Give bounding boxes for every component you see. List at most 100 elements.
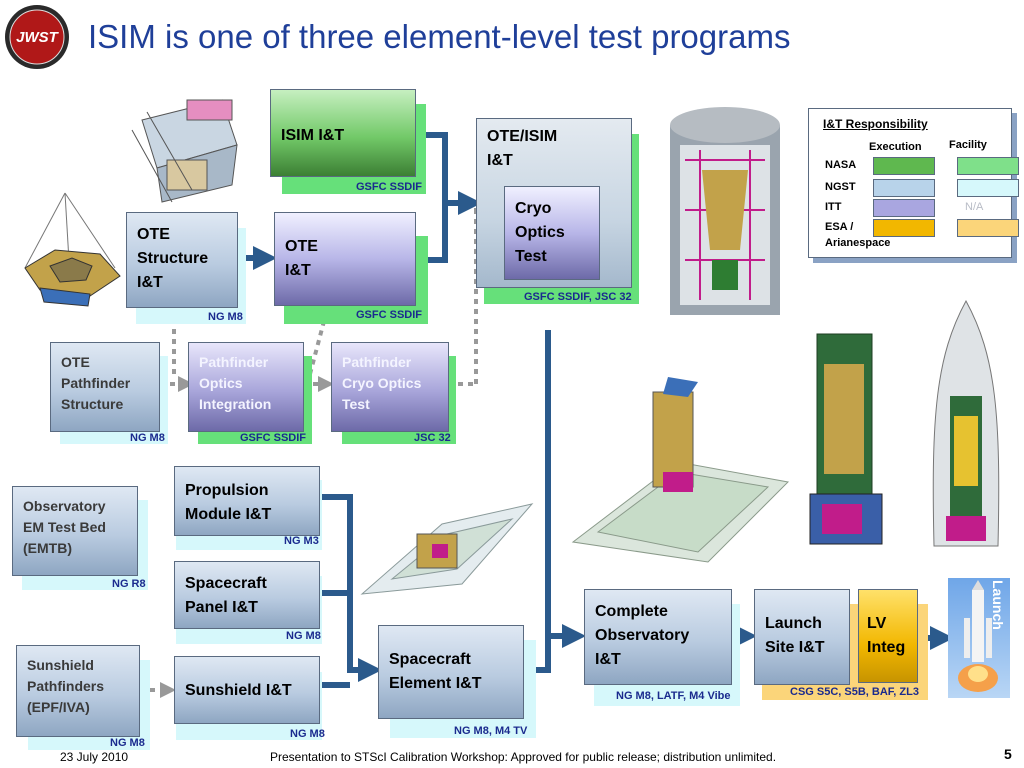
ote-structure-facility-label: NG M8 <box>208 311 243 323</box>
sc-panel-line2: Panel I&T <box>185 599 258 616</box>
launch-site-line1: Launch <box>765 615 822 632</box>
emtb-line1: Observatory <box>23 498 106 514</box>
complete-obs-facility-label: NG M8, LATF, M4 Vibe <box>616 690 731 702</box>
pathfinder-optics-line3: Integration <box>199 396 272 412</box>
ote-structure-line3: I&T <box>137 274 163 291</box>
legend-row-arianespace: Arianespace <box>825 237 891 249</box>
sunshield-path-line3: (EPF/IVA) <box>27 699 90 715</box>
sunshield-path-facility-label: NG M8 <box>110 737 145 749</box>
ote-it-line2: I&T <box>285 262 311 279</box>
sunshield-pathfinders-box: Sunshield Pathfinders (EPF/IVA) <box>16 645 140 737</box>
legend-row-esa: ESA / <box>825 221 854 233</box>
propulsion-facility-label: NG M3 <box>284 535 319 547</box>
complete-observatory-it-box: Complete Observatory I&T <box>584 589 732 685</box>
sc-element-facility-label: NG M8, M4 TV <box>454 725 528 737</box>
legend-row-nasa: NASA <box>825 159 857 171</box>
jwst-logo: JWST <box>4 4 70 70</box>
sunshield-path-line1: Sunshield <box>27 657 94 673</box>
oteisim-line1: OTE/ISIM <box>487 128 558 145</box>
launch-photo <box>948 578 1010 698</box>
sunshield-it-facility-label: NG M8 <box>290 728 325 740</box>
legend-nasa-execution-swatch <box>873 157 935 175</box>
legend-row-ngst: NGST <box>825 181 856 193</box>
ote-structure-line1: OTE <box>137 226 170 243</box>
complete-obs-line3: I&T <box>595 651 621 668</box>
ote-pathfinder-line1: OTE <box>61 354 90 370</box>
stowed-observatory-illustration <box>809 333 883 545</box>
legend-esa-execution-swatch <box>873 219 935 237</box>
ote-structure-it-box: OTE Structure I&T <box>126 212 238 308</box>
ote-it-line1: OTE <box>285 238 318 255</box>
ote-isim-cryo-chamber-illustration <box>670 107 780 315</box>
legend-esa-facility-swatch <box>957 219 1019 237</box>
ote-pathfinder-box: OTE Pathfinder Structure <box>50 342 160 432</box>
responsibility-legend: I&T Responsibility Execution Facility NA… <box>808 108 1019 258</box>
footer-caption: Presentation to STScI Calibration Worksh… <box>270 750 777 764</box>
ote-pathfinder-line3: Structure <box>61 396 124 412</box>
pathfinder-cryo-line1: Pathfinder <box>342 354 412 370</box>
launch-site-it-box: Launch Site I&T <box>754 589 850 685</box>
complete-obs-line2: Observatory <box>595 627 690 644</box>
propulsion-line1: Propulsion <box>185 482 269 499</box>
legend-ngst-execution-swatch <box>873 179 935 197</box>
oteisim-line2: I&T <box>487 152 513 169</box>
launch-site-facility-label: CSG S5C, S5B, BAF, ZL3 <box>790 686 919 698</box>
footer-date: 23 July 2010 <box>60 750 129 764</box>
ote-telescope-illustration <box>24 192 121 307</box>
sc-panel-facility-label: NG M8 <box>286 630 321 642</box>
isim-it-box: ISIM I&T <box>270 89 416 177</box>
pathfinder-optics-facility-label: GSFC SSDIF <box>240 432 307 444</box>
lv-integ-box: LV Integ <box>858 589 918 683</box>
legend-nasa-facility-swatch <box>957 157 1019 175</box>
emtb-facility-label: NG R8 <box>112 578 146 590</box>
cryo-line3: Test <box>515 248 547 265</box>
ariane-fairing-illustration <box>932 299 1000 547</box>
cryo-line1: Cryo <box>515 200 552 217</box>
isim-facility-label: GSFC SSDIF <box>356 181 423 193</box>
legend-col-facility: Facility <box>949 139 987 151</box>
ote-structure-illustration <box>131 99 238 203</box>
pathfinder-optics-line1: Pathfinder <box>199 354 269 370</box>
complete-obs-line1: Complete <box>595 603 668 620</box>
page-number: 5 <box>1004 746 1012 762</box>
lv-integ-line1: LV <box>867 615 887 632</box>
sunshield-it-box: Sunshield I&T <box>174 656 320 724</box>
sc-element-line2: Element I&T <box>389 675 482 692</box>
sunshield-it-label: Sunshield I&T <box>185 682 292 699</box>
pathfinder-cryo-box: Pathfinder Cryo Optics Test <box>331 342 449 432</box>
cryo-line2: Optics <box>515 224 565 241</box>
sc-element-it-box: Spacecraft Element I&T <box>378 625 524 719</box>
propulsion-it-box: Propulsion Module I&T <box>174 466 320 536</box>
spacecraft-element-illustration <box>360 503 534 595</box>
ote-pathfinder-facility-label: NG M8 <box>130 432 165 444</box>
pathfinder-cryo-line2: Cryo Optics <box>342 375 422 391</box>
legend-title: I&T Responsibility <box>823 117 928 131</box>
sc-panel-it-box: Spacecraft Panel I&T <box>174 561 320 629</box>
lv-integ-line2: Integ <box>867 639 906 656</box>
pathfinder-optics-line2: Optics <box>199 375 243 391</box>
legend-row-itt: ITT <box>825 201 842 213</box>
legend-col-execution: Execution <box>869 141 922 153</box>
pathfinder-cryo-facility-label: JSC 32 <box>414 432 451 444</box>
observatory-deployed-illustration <box>571 377 790 563</box>
pathfinder-optics-box: Pathfinder Optics Integration <box>188 342 304 432</box>
sunshield-path-line2: Pathfinders <box>27 678 105 694</box>
emtb-box: Observatory EM Test Bed (EMTB) <box>12 486 138 576</box>
launch-label: Launch <box>990 580 1006 630</box>
propulsion-line2: Module I&T <box>185 506 272 523</box>
isim-it-label: ISIM I&T <box>281 127 345 144</box>
sc-panel-line1: Spacecraft <box>185 575 267 592</box>
emtb-line2: EM Test Bed <box>23 519 106 535</box>
flow-isim-to-oteisim <box>416 132 482 215</box>
sc-element-line1: Spacecraft <box>389 651 471 668</box>
emtb-line3: (EMTB) <box>23 540 72 556</box>
legend-ngst-facility-swatch <box>957 179 1019 197</box>
ote-it-facility-label: GSFC SSDIF <box>356 309 423 321</box>
page-title: ISIM is one of three element-level test … <box>88 18 791 55</box>
legend-itt-facility-na: N/A <box>965 201 984 213</box>
oteisim-facility-label: GSFC SSDIF, JSC 32 <box>524 291 632 303</box>
pathfinder-cryo-line3: Test <box>342 396 370 412</box>
launch-site-line2: Site I&T <box>765 639 825 656</box>
cryo-optics-test-box: Cryo Optics Test <box>504 186 600 280</box>
